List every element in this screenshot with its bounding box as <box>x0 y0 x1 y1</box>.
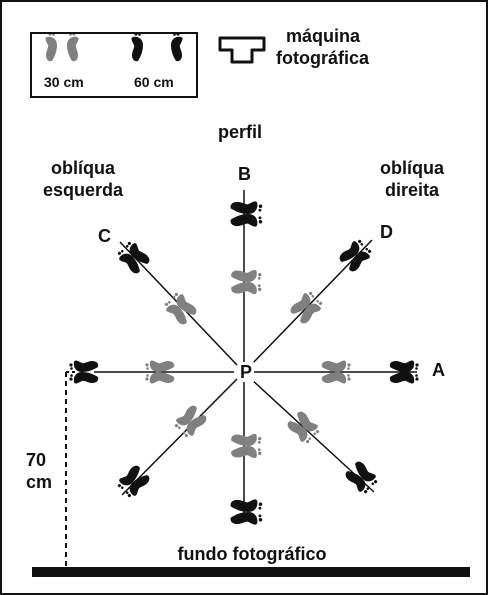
far-feet-bottom-right <box>343 459 380 496</box>
legend-near-label: 30 cm <box>44 74 84 90</box>
far-feet-b <box>231 201 263 226</box>
background-label: fundo fotográfico <box>177 544 327 564</box>
height-label-line2: cm <box>26 472 53 492</box>
spoke-bottom-left <box>121 378 238 496</box>
camera-icon <box>218 36 266 64</box>
position-d-label: D <box>380 222 393 242</box>
position-b-label: B <box>238 164 251 184</box>
legend-box <box>30 32 198 98</box>
far-feet-bottom-left <box>115 463 152 500</box>
oblique-left-label-line1: oblíqua <box>51 158 115 178</box>
profile-label: perfil <box>218 122 263 142</box>
camera-label-line2: fotográfica <box>276 48 370 68</box>
near-feet-b <box>231 270 261 294</box>
oblique-left-label-line2: esquerda <box>42 180 124 200</box>
oblique-right-label-line2: direita <box>384 180 440 200</box>
near-feet-bottom <box>231 434 261 458</box>
near-feet-c <box>162 290 199 327</box>
oblique-right-label-line1: oblíqua <box>380 158 444 178</box>
background-bar <box>32 567 470 577</box>
near-feet-bottom-left <box>172 403 209 440</box>
far-feet-bottom <box>231 499 263 524</box>
position-a-label: A <box>432 360 445 380</box>
camera-label-line1: máquina <box>286 26 361 46</box>
height-label-line1: 70 <box>26 450 47 470</box>
far-feet-d <box>337 237 374 274</box>
center-point-label: P <box>238 362 255 382</box>
position-c-label: C <box>98 226 111 246</box>
spoke-d <box>250 239 373 366</box>
legend-far-label: 60 cm <box>134 74 174 90</box>
